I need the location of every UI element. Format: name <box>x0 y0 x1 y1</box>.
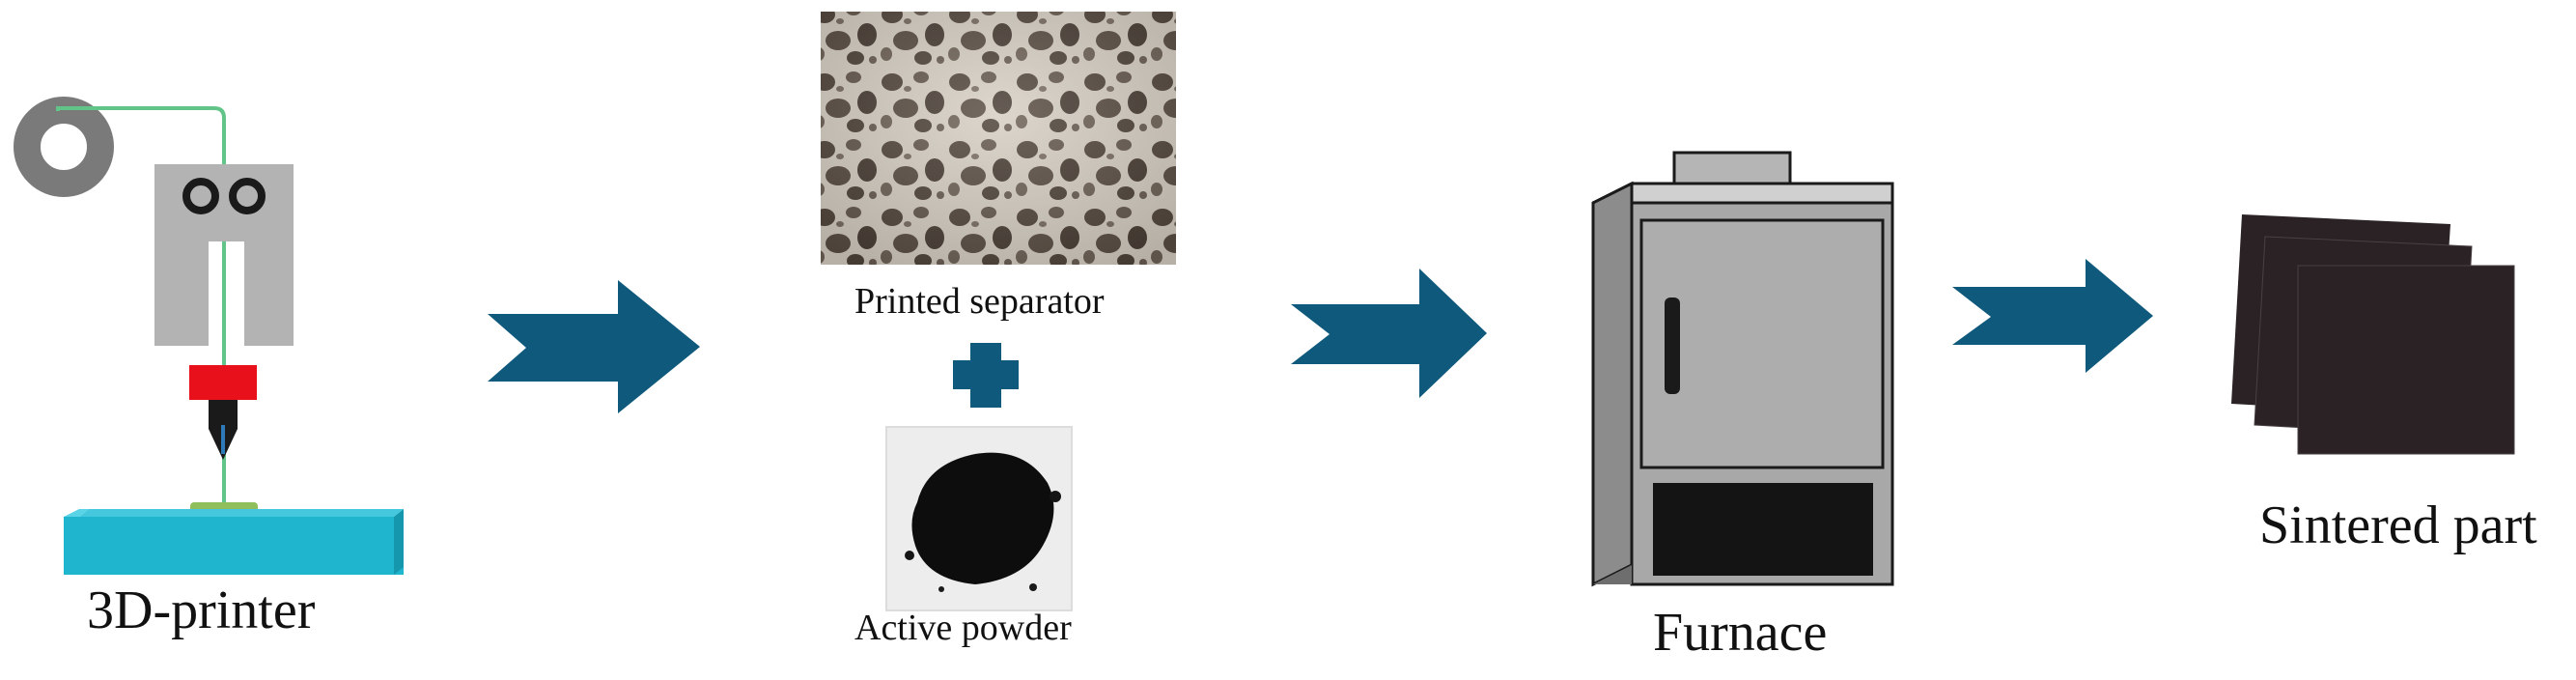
separator-label: Printed separator <box>854 281 1105 322</box>
3d-printer-icon <box>14 97 404 575</box>
print-bed <box>64 517 404 575</box>
drive-gear-icon <box>182 178 219 214</box>
process-arrow-icon <box>1952 259 2153 373</box>
process-arrow-icon <box>488 280 700 413</box>
filament-line <box>56 106 226 502</box>
printer-label: 3D-printer <box>87 581 316 640</box>
process-arrow-icon <box>1291 269 1487 398</box>
filament-spool-icon <box>14 97 114 197</box>
print-bed-top <box>79 509 404 517</box>
nozzle-body <box>209 400 238 429</box>
furnace-icon <box>1591 151 1894 587</box>
plus-icon <box>953 343 1019 408</box>
sintered-sheets-icon <box>2231 214 2515 455</box>
hotend-block <box>189 365 257 400</box>
black-powder-photo <box>885 426 1073 611</box>
furnace-label: Furnace <box>1653 603 1828 663</box>
porous-separator-photo <box>821 12 1176 265</box>
powder-label: Active powder <box>854 608 1072 648</box>
drive-gear-icon <box>229 178 266 214</box>
sintered-label: Sintered part <box>2259 496 2537 555</box>
